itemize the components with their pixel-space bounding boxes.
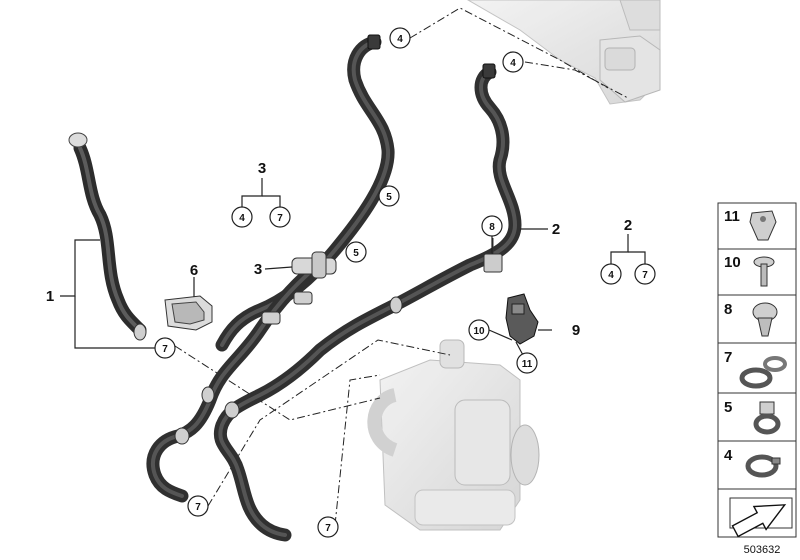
hose-2 [213, 63, 522, 542]
circle-callout-7a: 7 [162, 344, 168, 355]
leader-lines [60, 178, 646, 358]
circle-callout-4a: 4 [397, 34, 403, 45]
legend-row-arrow [717, 488, 797, 538]
svg-text:10: 10 [724, 254, 741, 271]
circle-callout-5b: 5 [353, 248, 359, 259]
circle-callout-4-g2: 4 [608, 270, 614, 281]
circle-callout-7-g3: 7 [277, 213, 283, 224]
circle-callout-4b: 4 [510, 58, 516, 69]
parts-legend: 11 10 8 7 5 4 [717, 202, 797, 538]
callout-2-group: 2 [624, 217, 632, 234]
circle-callout-5a: 5 [386, 192, 392, 203]
callout-2: 2 [552, 221, 560, 238]
callout-1: 1 [46, 288, 54, 305]
legend-row-7: 7 [717, 342, 797, 394]
hose-5-upper [215, 34, 395, 352]
hose-3-tee [261, 251, 337, 325]
electric-heater-ghost [367, 339, 540, 531]
svg-text:5: 5 [724, 399, 732, 416]
circle-callout-4-g3: 4 [239, 213, 245, 224]
bracket-8 [483, 238, 503, 273]
diagram-id: 503632 [744, 544, 781, 556]
circle-callouts [154, 27, 656, 538]
circle-callout-10: 10 [473, 326, 485, 337]
legend-row-4: 4 [717, 440, 797, 490]
circle-callout-11: 11 [522, 359, 533, 370]
bracket-9 [505, 293, 539, 345]
callout-3-group: 3 [258, 160, 266, 177]
callout-3: 3 [254, 261, 262, 278]
callout-9: 9 [572, 322, 580, 339]
circle-callout-7-g2: 7 [642, 270, 648, 281]
bracket-6 [164, 295, 213, 331]
svg-text:4: 4 [724, 447, 733, 464]
svg-text:11: 11 [724, 208, 740, 225]
svg-text:8: 8 [724, 301, 732, 318]
circle-callout-8: 8 [489, 222, 495, 233]
legend-row-8: 8 [717, 294, 797, 344]
legend-row-10: 10 [717, 248, 797, 296]
circle-callout-7b: 7 [195, 502, 201, 513]
circle-callout-7c: 7 [325, 523, 331, 534]
hose-1 [68, 132, 147, 341]
legend-row-11: 11 [717, 202, 797, 250]
heat-exchanger-ghost [466, 0, 661, 105]
callout-6: 6 [190, 262, 198, 279]
svg-text:7: 7 [724, 349, 732, 366]
legend-row-5: 5 [717, 392, 797, 442]
